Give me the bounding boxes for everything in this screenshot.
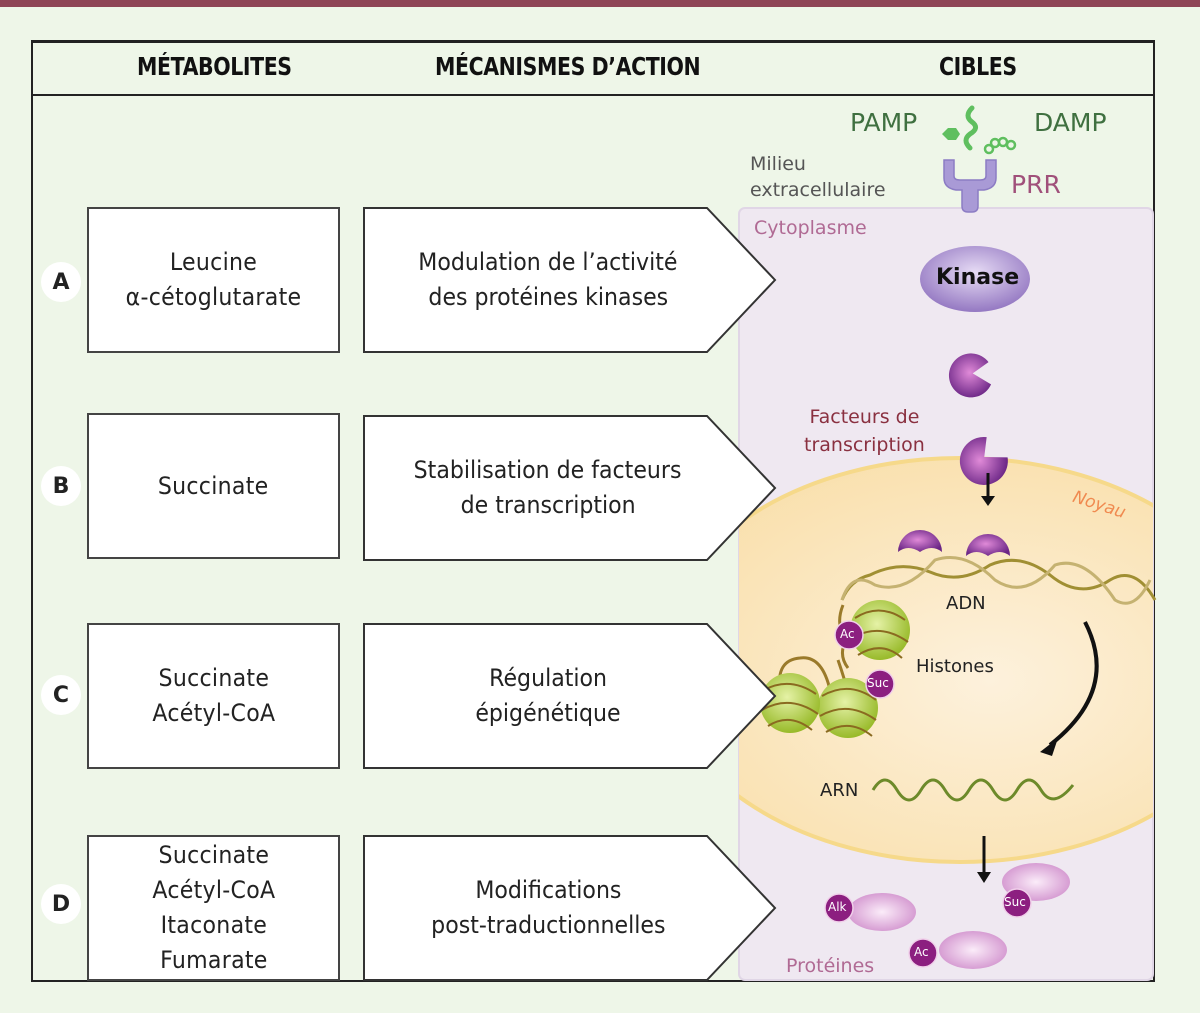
metabolites-box-a: Leucine α-cétoglutarate — [87, 207, 340, 353]
mechanism-arrow-a: Modulation de l’activité des protéines k… — [363, 207, 777, 353]
arn-label: ARN — [820, 780, 859, 801]
succinyl-badge-icon — [865, 669, 895, 699]
acetyl-badge-label: Ac — [840, 627, 855, 641]
damp-label: DAMP — [1034, 108, 1107, 137]
row-letter-b: B — [41, 466, 81, 506]
transcription-factor-icon — [898, 530, 942, 552]
header-targets: CIBLES — [939, 52, 1017, 81]
top-accent-bar — [0, 0, 1200, 7]
nucleus-region — [739, 456, 1153, 864]
metabolites-box-d: Succinate Acétyl-CoA Itaconate Fumarate — [87, 835, 340, 981]
acetyl-badge-icon — [908, 938, 938, 968]
succinyl-badge-label: Suc — [1004, 895, 1026, 909]
protein-icon — [848, 893, 916, 931]
row-letter-a: A — [41, 262, 81, 302]
mechanism-arrow-d: Modifications post-traductionnelles — [363, 835, 777, 981]
kinase-label: Kinase — [936, 265, 1020, 290]
acetyl-badge-icon — [834, 620, 864, 650]
rna-strand-icon — [871, 778, 1075, 802]
succinyl-badge-label: Suc — [867, 676, 889, 690]
histone-icon — [760, 673, 820, 733]
transcription-arrow-icon — [1040, 621, 1099, 756]
acetyl-badge-label: Ac — [914, 945, 929, 959]
alkyl-badge-icon — [824, 893, 854, 923]
transcription-factor-icon — [948, 353, 992, 398]
cytoplasme-label: Cytoplasme — [754, 217, 867, 239]
proteines-label: Protéines — [786, 955, 875, 977]
histone-icon — [818, 678, 878, 738]
prr-label: PRR — [1011, 170, 1061, 199]
kinase-icon — [920, 246, 1030, 312]
facteurs-transcription-label: Facteurs de transcription — [804, 406, 925, 456]
metabolites-box-c: Succinate Acétyl-CoA — [87, 623, 340, 769]
pamp-damp-molecules-icon — [942, 105, 1017, 155]
mechanism-arrow-b: Stabilisation de facteurs de transcripti… — [363, 415, 777, 561]
arrow-down-icon — [977, 836, 991, 883]
row-letter-d: D — [41, 884, 81, 924]
pamp-label: PAMP — [850, 108, 918, 137]
header-mechanisms: MÉCANISMES D’ACTION — [435, 52, 701, 81]
arrow-down-icon — [981, 473, 995, 506]
adn-label: ADN — [946, 593, 986, 614]
protein-icon — [939, 931, 1007, 969]
header-metabolites: MÉTABOLITES — [137, 52, 292, 81]
alkyl-badge-label: Alk — [828, 900, 847, 914]
transcription-factor-icon — [959, 437, 1008, 485]
milieu-extracellulaire-label: Milieu extracellulaire — [750, 153, 886, 201]
table-header: MÉTABOLITES MÉCANISMES D’ACTION CIBLES — [31, 40, 1155, 96]
metabolites-box-b: Succinate — [87, 413, 340, 559]
histone-icon — [850, 600, 910, 660]
transcription-factor-icon — [966, 534, 1010, 556]
succinyl-badge-icon — [1002, 888, 1032, 918]
row-letter-c: C — [41, 675, 81, 715]
histones-label: Histones — [916, 656, 994, 677]
prr-receptor-icon — [943, 159, 997, 213]
mechanism-arrow-c: Régulation épigénétique — [363, 623, 777, 769]
